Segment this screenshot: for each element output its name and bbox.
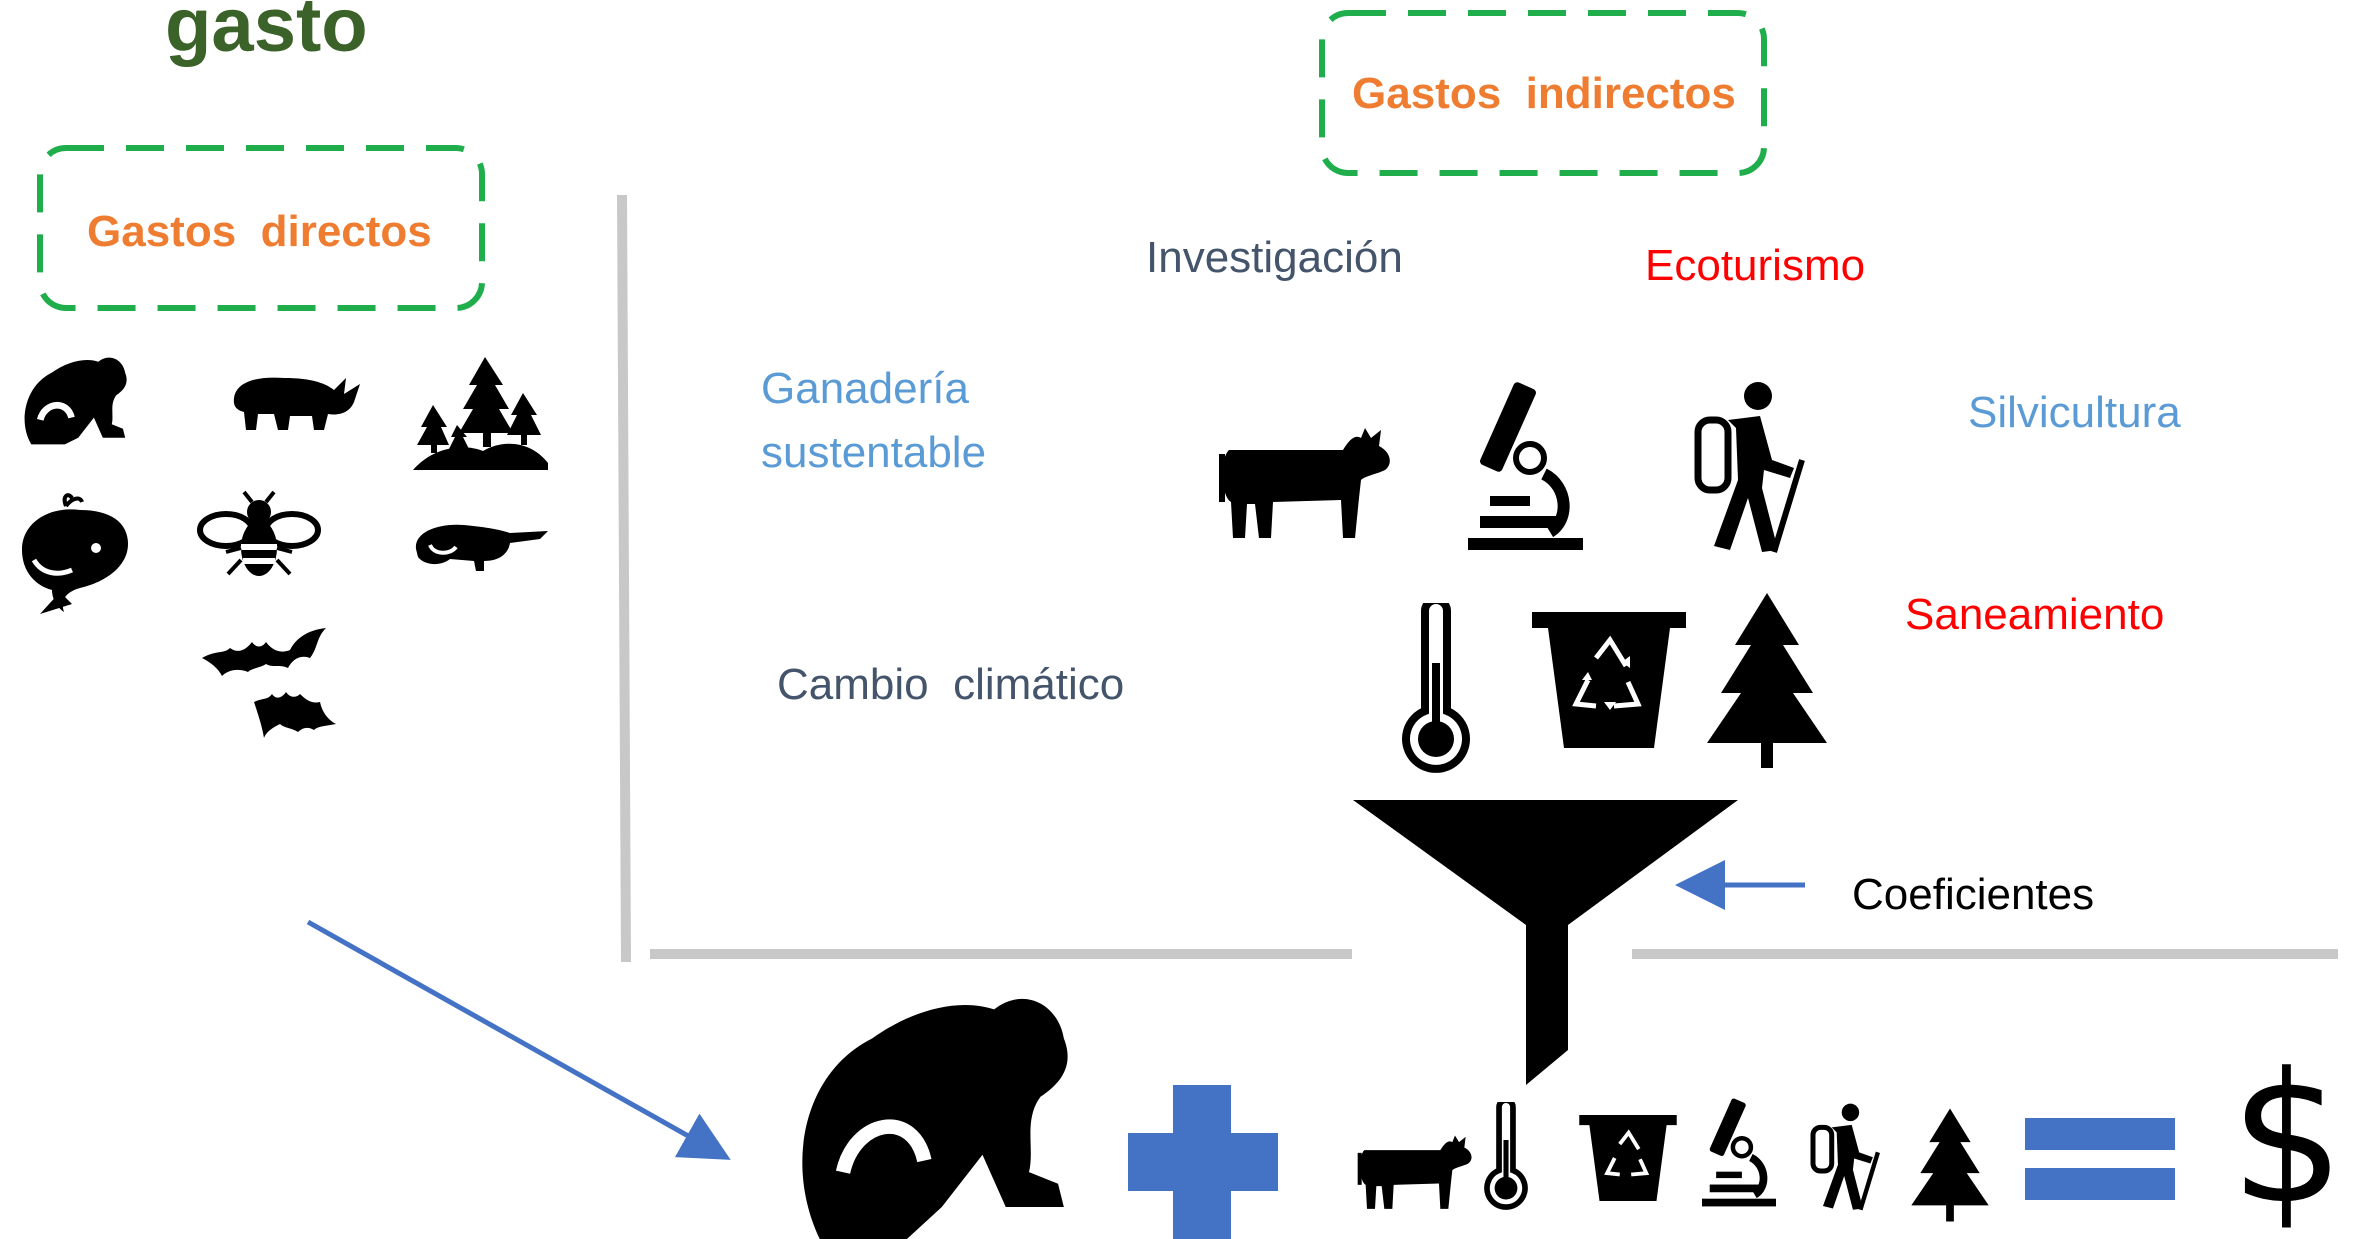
bats-icon (200, 628, 340, 748)
microscope-icon-small (1702, 1098, 1776, 1208)
label-ganaderia-line1: Ganadería (761, 364, 969, 413)
label-ganaderia-line2: sustentable (761, 428, 987, 477)
vertical-divider (617, 194, 631, 963)
microscope-icon (1468, 382, 1583, 552)
cow-icon-small (1355, 1130, 1475, 1213)
equals-sign (2025, 1118, 2175, 1200)
pine-tree-icon (1705, 593, 1829, 768)
label-ecoturismo: Ecoturismo (1645, 241, 1866, 290)
crocodile-icon (410, 515, 550, 573)
thermometer-icon (1395, 603, 1477, 783)
hiker-icon-small (1808, 1102, 1886, 1212)
label-saneamiento: Saneamiento (1905, 590, 2165, 639)
thermometer-icon-small (1480, 1102, 1532, 1216)
dollar-sign: $ (2230, 1035, 2345, 1239)
direct-expenses-label: Gastos directos (87, 207, 432, 256)
hiker-icon (1690, 380, 1815, 555)
label-silvicultura: Silvicultura (1968, 388, 2181, 437)
page-title: gasto (165, 0, 368, 68)
pine-tree-icon-small (1910, 1108, 1990, 1222)
whale-icon (10, 492, 130, 617)
label-cambio-climatico: Cambio climático (777, 660, 1125, 709)
frog-icon-large (790, 992, 1082, 1239)
frog-icon (20, 355, 132, 450)
indirect-expenses-label: Gastos indirectos (1352, 69, 1736, 118)
rhino-icon (228, 368, 363, 434)
direct-to-equation-arrow (306, 919, 731, 1160)
plus-sign (1128, 1085, 1278, 1239)
recycling-bin-icon (1530, 610, 1688, 750)
funnel-icon (1353, 800, 1738, 1085)
cow-icon (1215, 420, 1395, 544)
direct-dashed-box (37, 145, 485, 311)
coefficients-label: Coeficientes (1852, 870, 2095, 919)
indirect-dashed-box (1319, 10, 1767, 176)
forest-icon (413, 355, 548, 470)
recycling-bin-icon-small (1578, 1113, 1678, 1203)
label-investigacion: Investigación (1146, 233, 1403, 282)
bee-icon (196, 490, 322, 590)
